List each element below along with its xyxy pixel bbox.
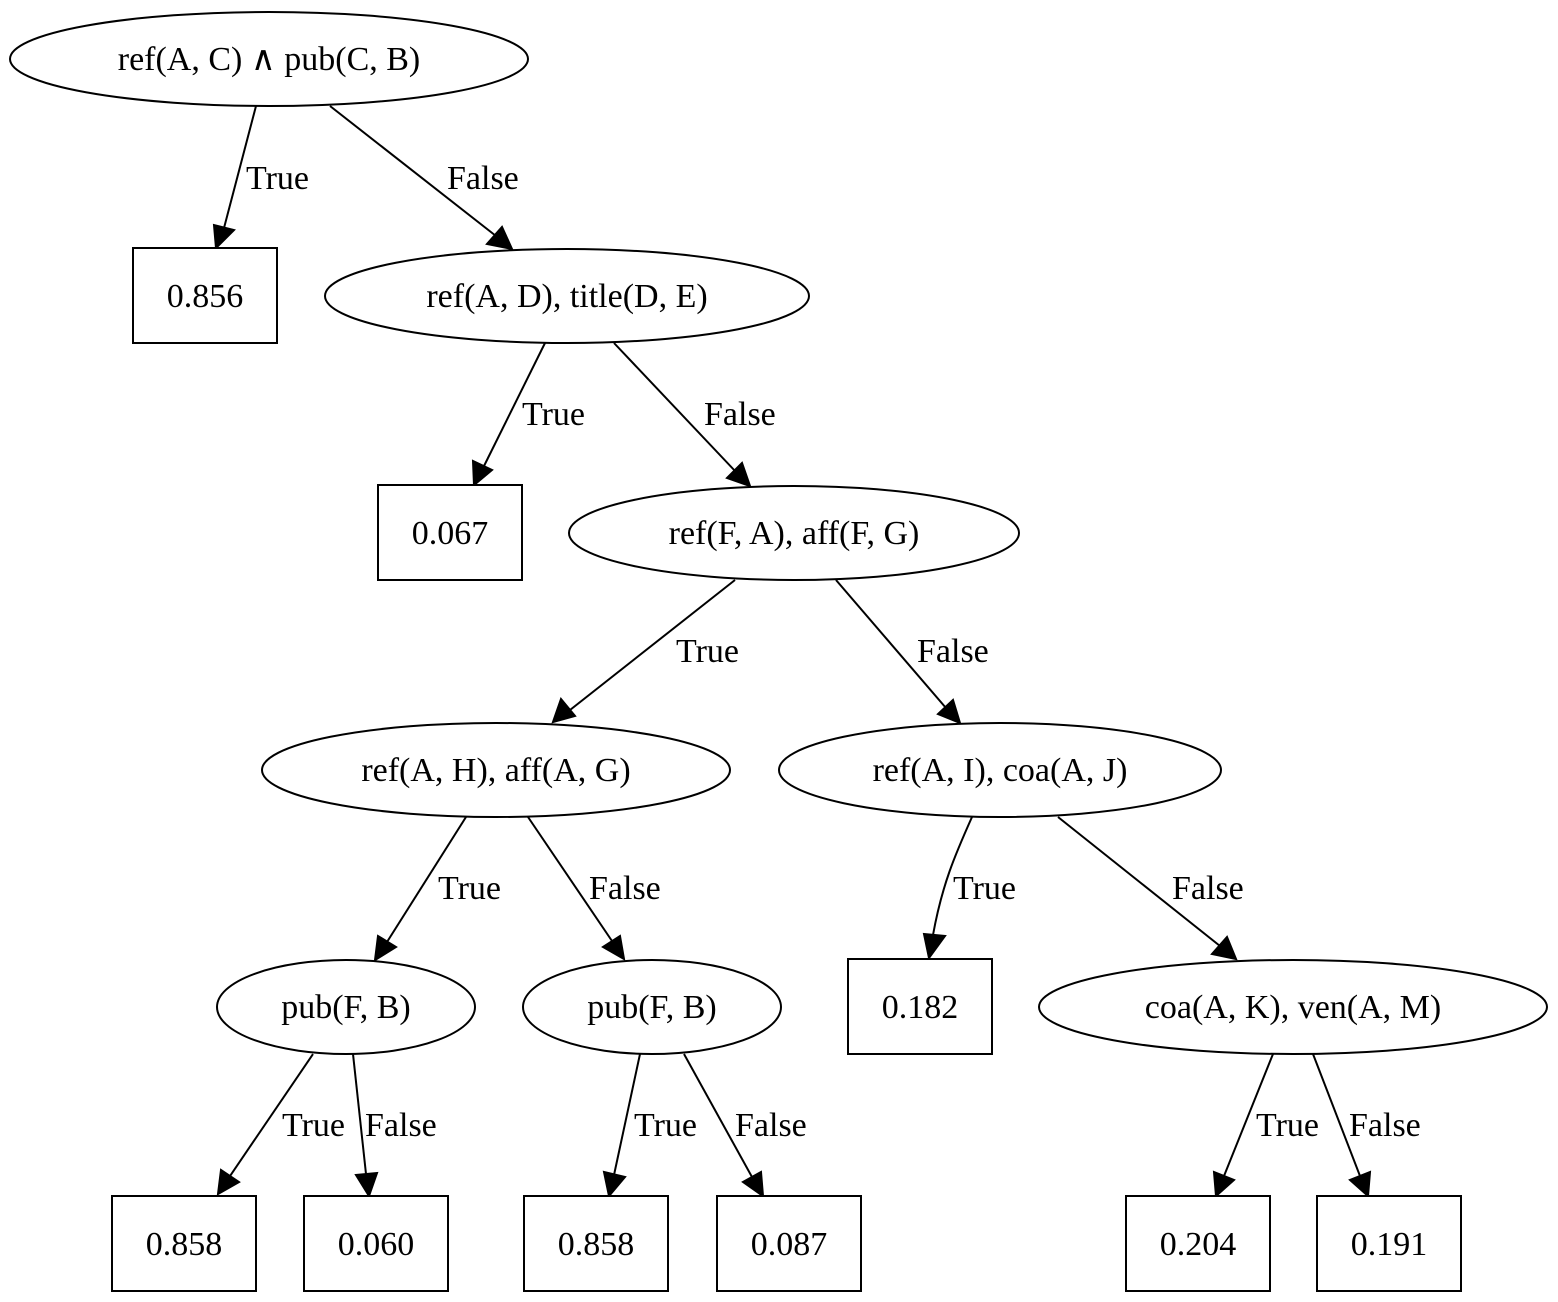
decision-node-ref-title: ref(A, D), title(D, E) xyxy=(324,248,810,344)
edge-n4-n6 xyxy=(373,816,467,962)
edge-n6-l4 xyxy=(216,1053,314,1196)
edge-n3-n4 xyxy=(551,579,736,724)
edge-n1-n2 xyxy=(329,105,514,251)
leaf-value: 0.182 xyxy=(882,989,959,1026)
leaf-value: 0.204 xyxy=(1160,1226,1237,1263)
decision-node-pub-right: pub(F, B) xyxy=(522,959,782,1055)
edge-n5-n8 xyxy=(1057,816,1238,961)
leaf-value: 0.858 xyxy=(558,1226,635,1263)
edge-label-n1-l1: True xyxy=(246,160,309,197)
decision-node-label: ref(F, A), aff(F, G) xyxy=(669,515,920,552)
edge-label-n4-n6: True xyxy=(438,870,501,907)
edge-n8-l9 xyxy=(1312,1053,1372,1199)
decision-node-root: ref(A, C) ∧ pub(C, B) xyxy=(9,11,529,107)
edge-label-n7-l6: True xyxy=(634,1107,697,1144)
edge-n7-l7 xyxy=(683,1053,765,1199)
leaf-node: 0.858 xyxy=(111,1195,257,1292)
edge-n7-l6 xyxy=(602,1053,641,1199)
decision-node-label: pub(F, B) xyxy=(281,989,411,1026)
edge-label-n2-l2: True xyxy=(522,396,585,433)
decision-node-pub-left: pub(F, B) xyxy=(216,959,476,1055)
leaf-node: 0.856 xyxy=(132,247,278,344)
edge-n4-n7 xyxy=(527,816,626,961)
edge-label-n3-n5: False xyxy=(917,633,989,670)
edge-n3-n5 xyxy=(835,579,962,725)
leaf-value: 0.087 xyxy=(751,1226,828,1263)
edge-label-n7-l7: False xyxy=(735,1107,807,1144)
edge-label-n8-l8: True xyxy=(1256,1107,1319,1144)
leaf-value: 0.067 xyxy=(412,515,489,552)
leaf-value: 0.858 xyxy=(146,1226,223,1263)
decision-node-coa-ven: coa(A, K), ven(A, M) xyxy=(1038,959,1548,1055)
edge-label-n4-n7: False xyxy=(589,870,661,907)
edge-n6-l5 xyxy=(352,1053,379,1199)
decision-node-label: ref(A, D), title(D, E) xyxy=(426,278,707,315)
decision-node-ref-aff: ref(F, A), aff(F, G) xyxy=(568,485,1020,581)
edge-n8-l8 xyxy=(1212,1053,1274,1199)
edge-label-n6-l4: True xyxy=(282,1107,345,1144)
decision-node-ref-coa: ref(A, I), coa(A, J) xyxy=(778,722,1222,818)
edge-label-n1-n2: False xyxy=(447,160,519,197)
decision-node-label: ref(A, I), coa(A, J) xyxy=(873,752,1128,789)
edge-n2-l2 xyxy=(471,342,546,488)
decision-node-label: ref(A, C) ∧ pub(C, B) xyxy=(118,41,421,78)
decision-node-label: coa(A, K), ven(A, M) xyxy=(1145,989,1441,1026)
decision-node-label: pub(F, B) xyxy=(587,989,717,1026)
edge-n1-l1 xyxy=(212,105,257,251)
edge-label-n6-l5: False xyxy=(365,1107,437,1144)
leaf-node: 0.191 xyxy=(1316,1195,1462,1292)
decision-node-label: ref(A, H), aff(A, G) xyxy=(361,752,630,789)
leaf-value: 0.856 xyxy=(167,278,244,315)
edge-label-n3-n4: True xyxy=(676,633,739,670)
edge-n5-l3 xyxy=(922,816,973,961)
leaf-node: 0.182 xyxy=(847,958,993,1055)
edge-label-n5-l3: True xyxy=(953,870,1016,907)
leaf-value: 0.060 xyxy=(338,1226,415,1263)
edge-label-n2-n3: False xyxy=(704,396,776,433)
leaf-value: 0.191 xyxy=(1351,1226,1428,1263)
decision-node-ref-aff-ag: ref(A, H), aff(A, G) xyxy=(261,722,731,818)
leaf-node: 0.067 xyxy=(377,484,523,581)
leaf-node: 0.204 xyxy=(1125,1195,1271,1292)
leaf-node: 0.087 xyxy=(716,1195,862,1292)
edge-n2-n3 xyxy=(613,342,752,488)
edge-label-n8-l9: False xyxy=(1349,1107,1421,1144)
leaf-node: 0.060 xyxy=(303,1195,449,1292)
leaf-node: 0.858 xyxy=(523,1195,669,1292)
edge-label-n5-n8: False xyxy=(1172,870,1244,907)
